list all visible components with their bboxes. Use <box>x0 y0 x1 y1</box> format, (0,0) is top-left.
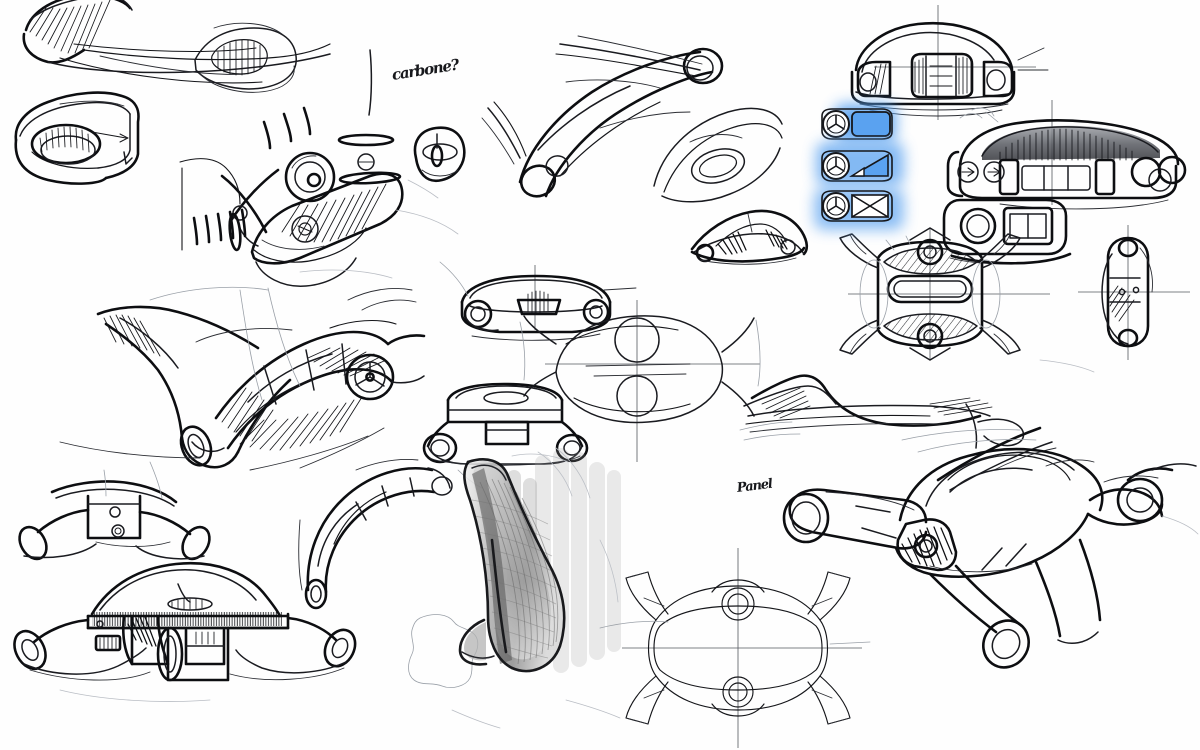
sketch-plan-orthographic-lower <box>599 548 871 748</box>
sketch-chassis-hero-perspective <box>782 429 1199 669</box>
sketch-chassis-plan-hatched <box>839 227 1050 361</box>
sketch-rounded-port-detail <box>194 22 297 93</box>
solid-blue-panel <box>851 111 891 137</box>
sketch-low-profile-front-view <box>690 209 809 265</box>
sketch-body-corner-detail <box>653 107 783 203</box>
sketch-chassis-side-profile <box>1078 225 1190 360</box>
sketch-plan-construction-upper <box>519 300 801 462</box>
sketch-curved-leg-study <box>298 459 453 610</box>
sketch-front-elevation-grille <box>13 562 357 682</box>
sketch-motor-mount-exploded <box>179 49 404 287</box>
three-spoke-star-icon <box>822 110 850 138</box>
sketch-body-elevation-upper <box>439 261 637 341</box>
sketch-section-blob-outline <box>408 614 479 688</box>
cross-weave-panel <box>851 193 889 219</box>
material-badge-solid[interactable] <box>820 104 896 142</box>
sketch-wing-profile-lines <box>743 374 1057 491</box>
sketch-arm-end-perspective-top-left <box>22 0 331 84</box>
sketch-canopy-side-rendered <box>946 100 1187 210</box>
material-badge-diagonal[interactable] <box>816 142 904 186</box>
sketch-hub-elevation-small <box>18 461 211 561</box>
sketch-arm-pod-detail <box>942 198 1072 265</box>
material-badge-cross-weave[interactable] <box>814 188 904 230</box>
three-spoke-star-icon <box>822 152 850 180</box>
sketch-curved-arm-perspective <box>481 35 724 198</box>
sketch-construction-marks <box>59 179 1095 729</box>
diagonal-split-panel <box>849 153 889 177</box>
sketch-hub-body-three-quarter <box>14 91 140 185</box>
sketch-main-arm-hero-view <box>59 286 426 471</box>
three-spoke-star-icon <box>822 192 850 220</box>
sketch-small-knob-study <box>413 126 466 183</box>
